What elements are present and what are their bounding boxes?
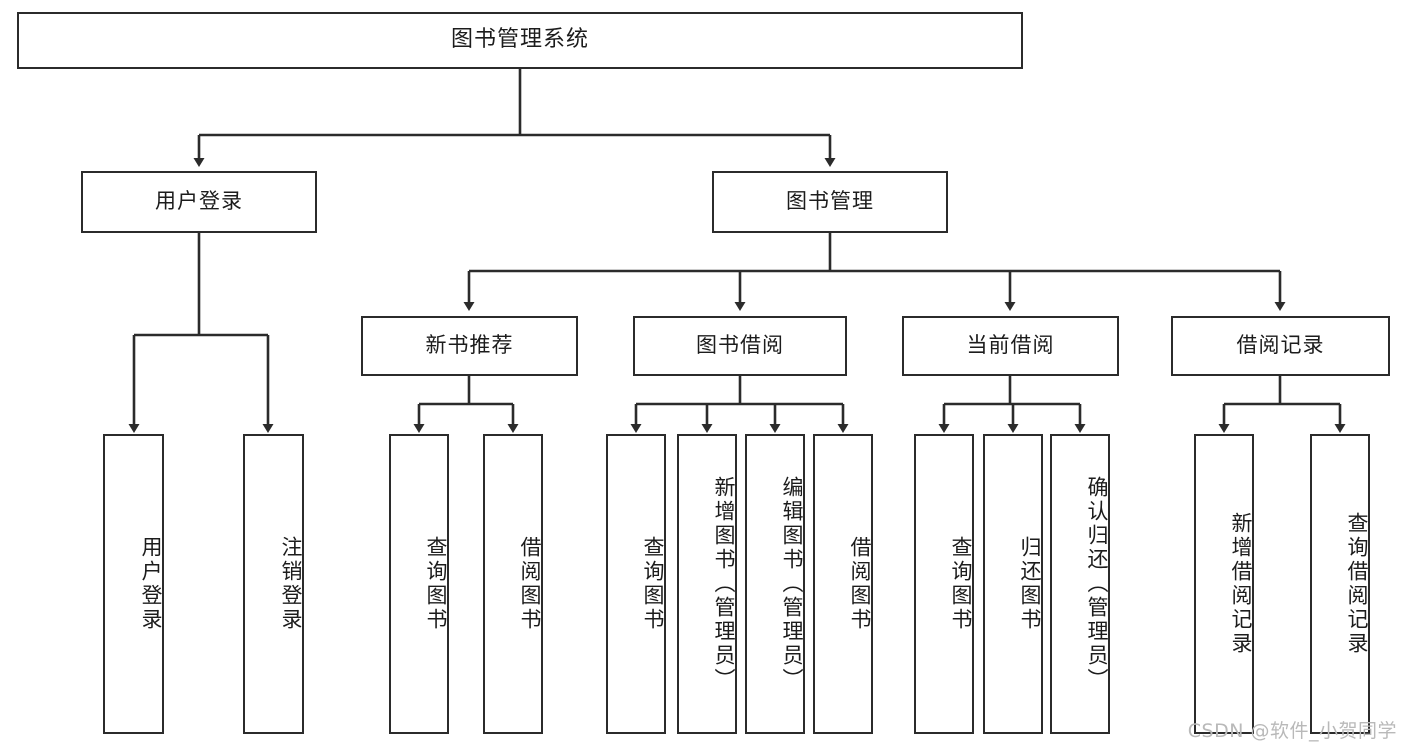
- leaf-query-book-current-label: 查询图书: [949, 536, 973, 632]
- node-borrow-record[interactable]: 借阅记录: [1171, 316, 1390, 376]
- node-user-login-label: 用户登录: [155, 189, 243, 214]
- node-root-label: 图书管理系统: [450, 27, 589, 53]
- leaf-query-book-recommend-label: 查询图书: [424, 536, 448, 632]
- leaf-query-book-recommend[interactable]: 查询图书: [389, 434, 449, 734]
- node-book-borrow[interactable]: 图书借阅: [633, 316, 847, 376]
- node-root[interactable]: 图书管理系统: [17, 12, 1023, 69]
- node-new-book-recommend-label: 新书推荐: [425, 333, 514, 358]
- leaf-edit-book-admin[interactable]: 编辑图书（管理员）: [745, 434, 805, 734]
- node-book-management[interactable]: 图书管理: [712, 171, 948, 233]
- node-user-login[interactable]: 用户登录: [81, 171, 317, 233]
- leaf-edit-book-admin-label: 编辑图书（管理员）: [780, 476, 804, 692]
- leaf-borrow-book-label: 借阅图书: [848, 536, 872, 632]
- node-book-borrow-label: 图书借阅: [696, 333, 784, 358]
- csdn-watermark: CSDN @软件_小贺同学: [1187, 720, 1397, 742]
- leaf-logout[interactable]: 注销登录: [243, 434, 304, 734]
- node-current-borrow-label: 当前借阅: [966, 333, 1055, 358]
- leaf-borrow-book-recommend[interactable]: 借阅图书: [483, 434, 543, 734]
- node-book-management-label: 图书管理: [786, 189, 874, 214]
- node-current-borrow[interactable]: 当前借阅: [902, 316, 1119, 376]
- leaf-query-book-borrow[interactable]: 查询图书: [606, 434, 666, 734]
- leaf-query-book-borrow-label: 查询图书: [641, 536, 665, 632]
- node-new-book-recommend[interactable]: 新书推荐: [361, 316, 578, 376]
- leaf-return-book-label: 归还图书: [1018, 536, 1042, 632]
- leaf-query-borrow-record[interactable]: 查询借阅记录: [1310, 434, 1370, 734]
- leaf-logout-label: 注销登录: [279, 536, 303, 632]
- leaf-add-borrow-record-label: 新增借阅记录: [1229, 512, 1253, 656]
- leaf-borrow-book[interactable]: 借阅图书: [813, 434, 873, 734]
- leaf-query-book-current[interactable]: 查询图书: [914, 434, 974, 734]
- leaf-return-book[interactable]: 归还图书: [983, 434, 1043, 734]
- node-borrow-record-label: 借阅记录: [1236, 333, 1325, 358]
- leaf-add-book-admin-label: 新增图书（管理员）: [712, 476, 736, 692]
- leaf-borrow-book-recommend-label: 借阅图书: [518, 536, 542, 632]
- leaf-add-book-admin[interactable]: 新增图书（管理员）: [677, 434, 737, 734]
- leaf-user-login-label: 用户登录: [139, 536, 163, 632]
- leaf-confirm-return-admin-label: 确认归还（管理员）: [1085, 476, 1109, 692]
- leaf-confirm-return-admin[interactable]: 确认归还（管理员）: [1050, 434, 1110, 734]
- leaf-user-login[interactable]: 用户登录: [103, 434, 164, 734]
- leaf-query-borrow-record-label: 查询借阅记录: [1345, 512, 1369, 656]
- leaf-add-borrow-record[interactable]: 新增借阅记录: [1194, 434, 1254, 734]
